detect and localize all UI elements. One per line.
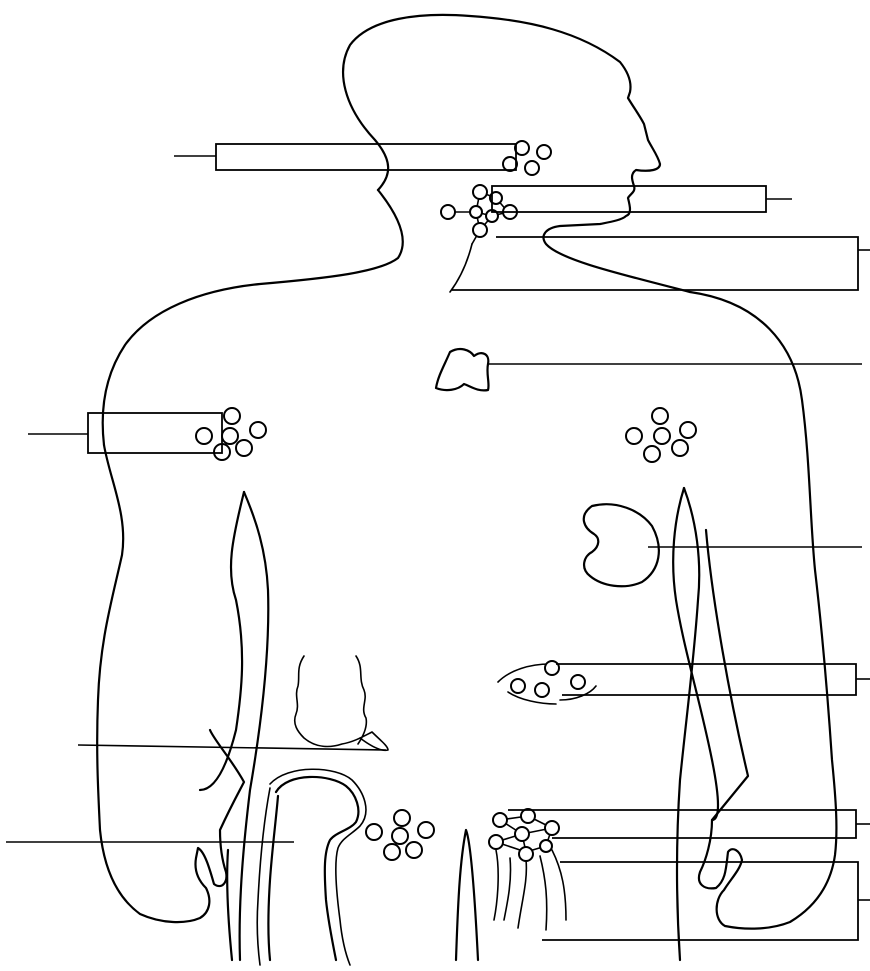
femur-bone-icon xyxy=(267,775,360,962)
label-box-lymphatic-vessels xyxy=(542,861,870,941)
head-outline xyxy=(342,13,692,294)
left-inguinal-nodes xyxy=(365,809,435,861)
right-inguinal-node-network xyxy=(488,808,567,931)
label-box-inguinal xyxy=(508,809,870,839)
cervical-node-network xyxy=(440,184,518,293)
label-line-appendix xyxy=(77,744,387,751)
abdominal-nodes xyxy=(497,660,597,705)
left-torso-side xyxy=(238,490,270,962)
label-box-thoracic-duct xyxy=(452,236,870,291)
submandibular-nodes xyxy=(502,140,552,176)
femur-outline-outer xyxy=(256,768,367,966)
left-lower-torso xyxy=(226,848,234,962)
right-arm-outline xyxy=(688,290,838,930)
right-axillary-nodes xyxy=(625,407,697,463)
thymus-icon xyxy=(434,347,490,392)
right-torso-side xyxy=(675,486,701,962)
left-arm-inner xyxy=(198,490,246,792)
label-box-submandibular xyxy=(174,143,517,171)
label-box-abdominal xyxy=(556,663,870,696)
label-box-cervical xyxy=(491,185,792,213)
label-box-axillary xyxy=(28,412,223,454)
body-outline xyxy=(96,13,838,962)
neck-left-outline xyxy=(101,188,404,447)
left-arm-outline xyxy=(96,443,246,924)
appendix-icon xyxy=(293,655,389,752)
spleen-icon xyxy=(582,503,660,588)
leg-gap xyxy=(454,828,480,962)
